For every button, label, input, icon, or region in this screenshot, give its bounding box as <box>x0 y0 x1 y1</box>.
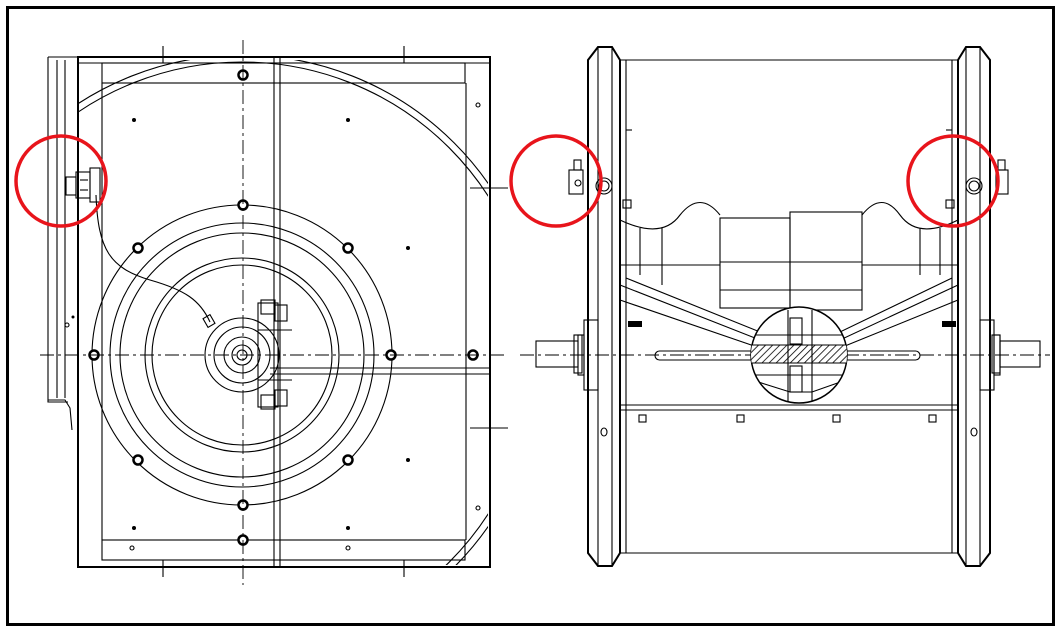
side-view-detail <box>750 306 848 404</box>
front-view <box>40 40 508 585</box>
side-view-left-fastener-part <box>568 159 613 195</box>
front-view-side-plate <box>47 56 80 431</box>
side-view-right-plate <box>957 46 1001 567</box>
front-view-scroll <box>78 60 488 565</box>
drawing-border <box>6 6 1055 626</box>
front-view-small-holes <box>129 102 481 551</box>
front-view-fastener-part <box>65 167 101 203</box>
front-view-fastener-highlight <box>14 134 108 228</box>
front-view-housing <box>77 56 491 568</box>
side-view <box>520 46 1050 567</box>
side-view-housing <box>620 59 958 554</box>
side-view-right-fastener-highlight <box>906 134 1000 228</box>
front-view-bolt-holes <box>88 69 479 546</box>
side-view-marks <box>622 129 956 423</box>
side-view-wheel <box>619 201 959 311</box>
side-view-left-fastener-highlight <box>509 134 603 228</box>
front-view-ticks <box>162 46 508 577</box>
front-view-wire <box>95 194 211 323</box>
side-view-right-fastener-part <box>965 159 1009 195</box>
highlight-circles <box>14 134 1000 228</box>
front-view-centerlines <box>40 40 505 585</box>
side-view-left-plate <box>577 46 621 567</box>
